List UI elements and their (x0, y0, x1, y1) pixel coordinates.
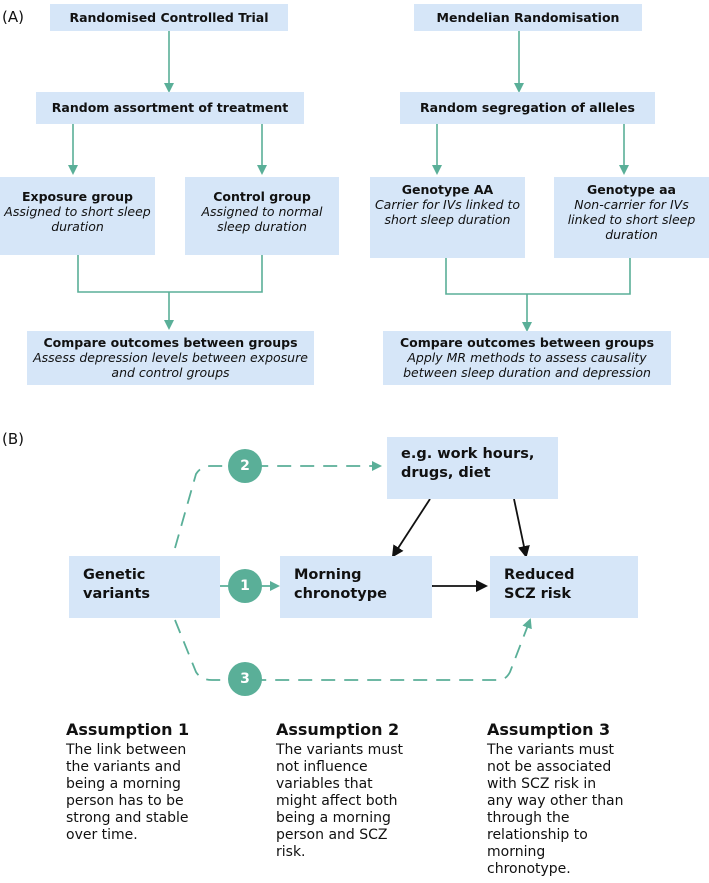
assumption-2: Assumption 2 The variants must not influ… (276, 720, 446, 861)
mr-compare-box: Compare outcomes between groups Apply MR… (383, 331, 671, 385)
mr-merge-line (445, 258, 631, 295)
assumption-3-text: The variants must not be associated with… (487, 742, 624, 877)
rct-step: Random assortment of treatment (51, 100, 289, 115)
genotype-AA-box: Genotype AA Carrier for IVs linked to sh… (370, 177, 525, 258)
morning-chronotype-text: Morning chronotype (294, 567, 387, 602)
morning-chronotype-box: Morning chronotype (280, 556, 432, 618)
path-3-dashed (174, 618, 532, 681)
marker-1-circle: 1 (228, 569, 262, 603)
panel-a-label: (A) (2, 8, 24, 26)
assumption-2-text: The variants must not influence variable… (276, 742, 403, 860)
rct-compare-title: Compare outcomes between groups (43, 335, 298, 350)
assumption-2-title: Assumption 2 (276, 720, 400, 739)
rct-title: Randomised Controlled Trial (69, 10, 269, 25)
assumption-1-title: Assumption 1 (66, 720, 190, 739)
assumption-1-text: The link between the variants and being … (66, 742, 189, 843)
genetic-variants-text: Genetic variants (83, 567, 151, 602)
assumption-3-title: Assumption 3 (487, 720, 611, 739)
control-group-sub: Assigned to normal sleep duration (201, 204, 323, 234)
panel-b-label: (B) (2, 430, 24, 448)
assumption-1: Assumption 1 The link between the varian… (66, 720, 236, 844)
confounders-box: e.g. work hours, drugs, diet (387, 437, 558, 499)
mr-compare-sub: Apply MR methods to assess causality bet… (403, 350, 651, 380)
rct-step-box: Random assortment of treatment (36, 92, 304, 124)
genotype-AA-sub: Carrier for IVs linked to short sleep du… (374, 197, 521, 227)
genotype-aa-title: Genotype aa (587, 182, 676, 197)
reduced-scz-box: Reduced SCZ risk (490, 556, 638, 618)
confounder-to-scz-arrow (513, 498, 530, 558)
confounder-to-chronotype-arrow (391, 498, 431, 558)
rct-compare-sub: Assess depression levels between exposur… (33, 350, 308, 380)
rct-compare-box: Compare outcomes between groups Assess d… (27, 331, 314, 385)
control-group-title: Control group (213, 189, 311, 204)
control-group-box: Control group Assigned to normal sleep d… (185, 177, 339, 255)
reduced-scz-text: Reduced SCZ risk (504, 567, 575, 602)
confounders-text: e.g. work hours, drugs, diet (401, 446, 535, 481)
mr-step-box: Random segregation of alleles (400, 92, 655, 124)
exposure-group-box: Exposure group Assigned to short sleep d… (0, 177, 155, 255)
marker-2-circle: 2 (228, 449, 262, 483)
mr-compare-title: Compare outcomes between groups (399, 335, 655, 350)
mr-step: Random segregation of alleles (420, 100, 635, 115)
genotype-aa-box: Genotype aa Non-carrier for IVs linked t… (554, 177, 709, 258)
rct-merge-line (77, 255, 263, 293)
genotype-AA-title: Genotype AA (401, 182, 494, 197)
assumption-3: Assumption 3 The variants must not be as… (487, 720, 657, 878)
rct-title-box: Randomised Controlled Trial (50, 4, 288, 31)
exposure-group-title: Exposure group (21, 189, 134, 204)
mr-title-box: Mendelian Randomisation (414, 4, 642, 31)
genotype-aa-sub: Non-carrier for IVs linked to short slee… (567, 197, 696, 242)
exposure-group-sub: Assigned to short sleep duration (4, 204, 151, 234)
genetic-variants-box: Genetic variants (69, 556, 220, 618)
path-2-dashed (174, 461, 382, 549)
marker-3-circle: 3 (228, 662, 262, 696)
mr-title: Mendelian Randomisation (436, 10, 620, 25)
